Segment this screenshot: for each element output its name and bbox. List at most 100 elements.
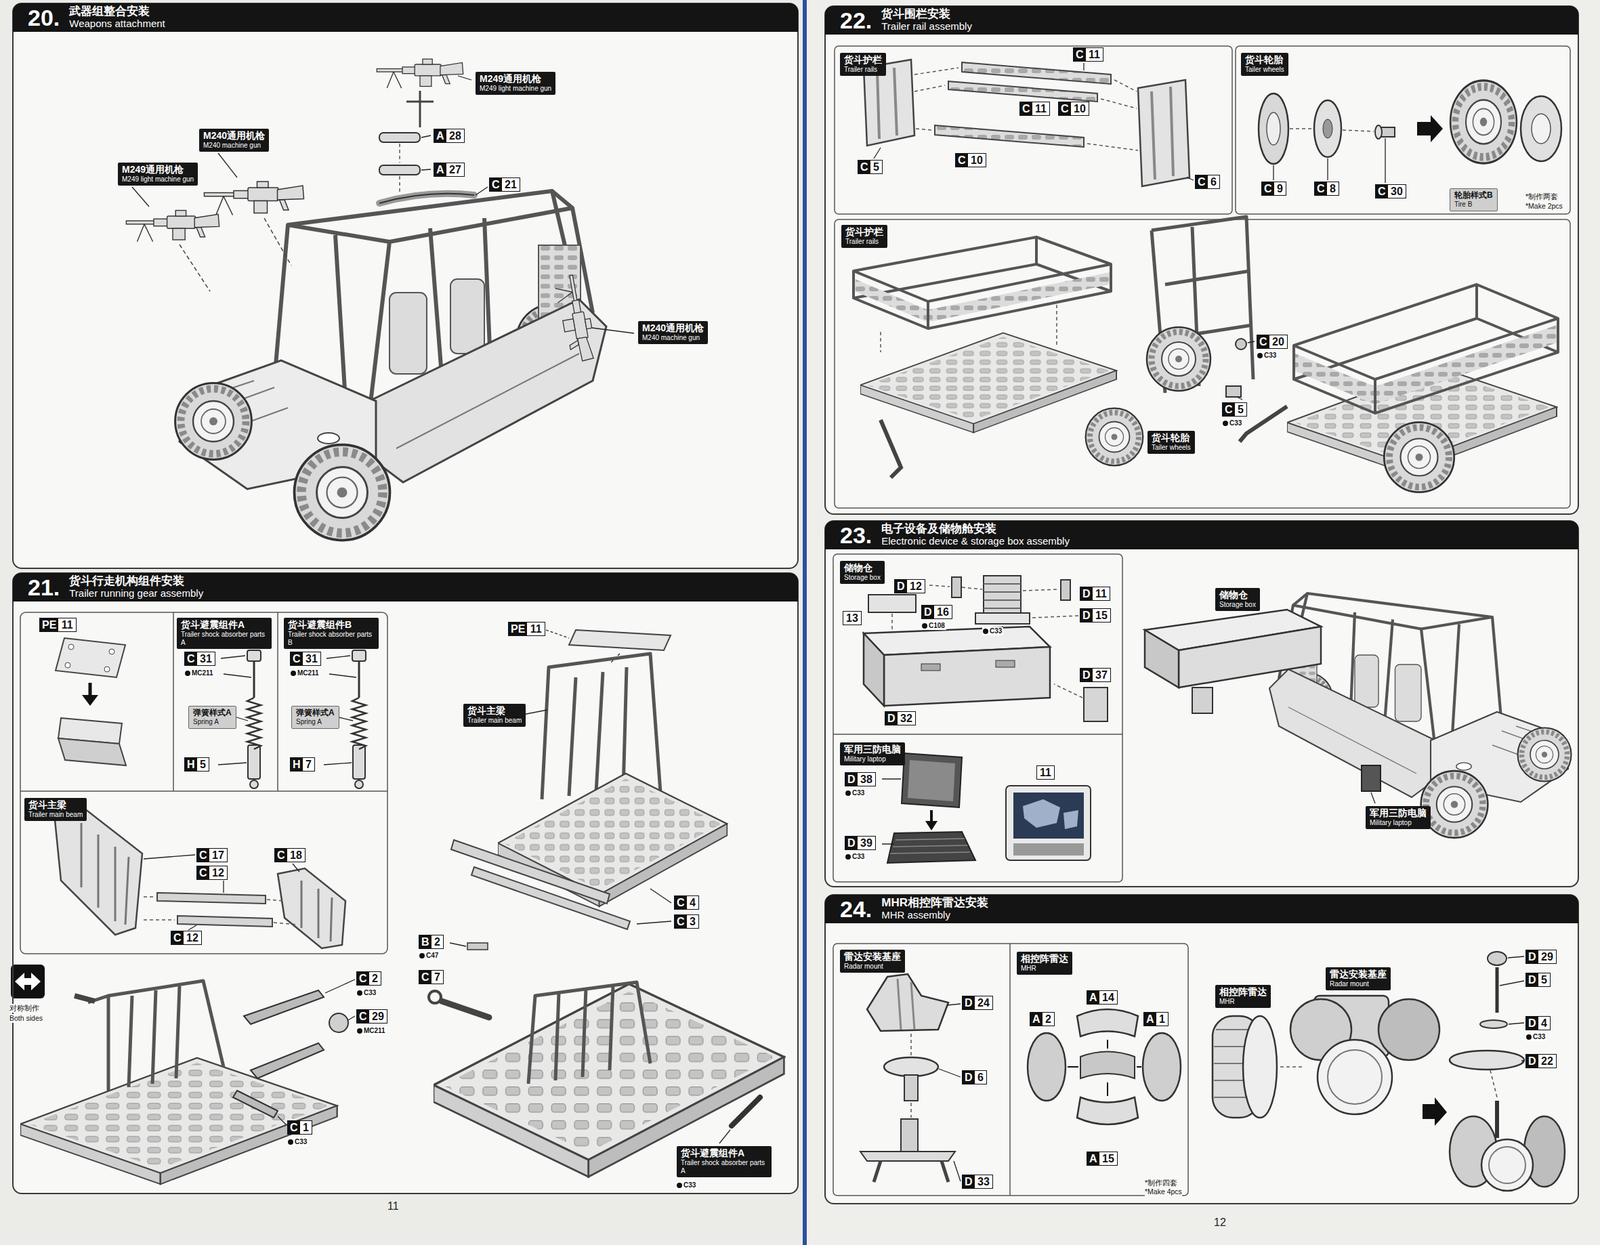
tag-english: Trailer rails <box>845 237 884 246</box>
step-title: 货斗围栏安装 <box>881 7 951 21</box>
step-20-drawing <box>379 193 475 204</box>
step-21-drawing <box>471 867 630 930</box>
part-letter: D <box>1080 587 1093 601</box>
step-22-drawing <box>1450 80 1517 164</box>
callout-number: D 4 <box>1525 1016 1551 1031</box>
step-24-drawing <box>833 943 1565 1196</box>
part-letter: C <box>1195 175 1208 189</box>
part-name-tag: M249通用机枪M249 light machine gun <box>475 71 556 95</box>
part-number: 9 <box>1274 182 1286 196</box>
step-22-drawing <box>854 279 927 322</box>
part-number: 11 <box>1032 102 1050 116</box>
step-23-drawing <box>951 577 962 598</box>
part-letter: H <box>290 758 303 771</box>
paint-code-text: MC211 <box>297 669 320 678</box>
callout-number: A 14 <box>1086 990 1118 1005</box>
part-number: 11 <box>58 618 76 632</box>
step-23-drawing <box>868 594 916 613</box>
part-name-tag: M240通用机枪M240 machine gun <box>199 128 269 152</box>
tag-chinese: 货斗避震组件B <box>287 619 375 631</box>
step-24-drawing <box>1495 1100 1500 1139</box>
step-panel: 22.货斗围栏安装Trailer rail assembly货斗护栏Traile… <box>824 5 1580 515</box>
step-21-drawing <box>354 780 364 789</box>
page-ground <box>824 5 1580 515</box>
tag-english: Storage box <box>1219 600 1256 609</box>
part-number: 24 <box>974 996 993 1010</box>
step-21-drawing <box>143 896 299 925</box>
part-number: 6 <box>1207 175 1220 189</box>
step-21-drawing <box>467 942 488 950</box>
paint-code-text: C33 <box>989 627 1002 636</box>
step-22-drawing <box>1314 100 1342 158</box>
step-24-drawing <box>1077 1097 1139 1125</box>
part-number: 14 <box>1099 991 1118 1004</box>
callout-number: C 31 <box>184 651 216 666</box>
paint-dot <box>921 623 928 629</box>
tag-chinese: 货斗护栏 <box>845 226 884 238</box>
callout-number: D 33 <box>961 1174 994 1189</box>
step-21-drawing <box>522 709 548 715</box>
step-21-drawing <box>104 666 110 672</box>
paint-code: C33 <box>1222 419 1244 428</box>
step-20-drawing <box>379 132 420 143</box>
tag-chinese: 轮胎样式B <box>1454 190 1493 201</box>
tag-chinese: 货斗主梁 <box>28 799 83 811</box>
callout-number: D 12 <box>894 579 926 594</box>
step-22-drawing <box>1375 125 1382 139</box>
step-24-drawing <box>860 1151 956 1162</box>
step-24-drawing <box>1422 1097 1447 1126</box>
paint-code-text: MC211 <box>191 669 214 678</box>
step-24-drawing <box>938 1003 961 1182</box>
tag-english: M240 machine gun <box>642 333 704 343</box>
step-22-drawing <box>834 219 1571 509</box>
callout-number: D 29 <box>1525 949 1557 964</box>
part-name-tag: 军用三防电脑Military laptop <box>1365 806 1431 830</box>
part-number: 31 <box>197 652 215 666</box>
part-letter: D <box>845 836 858 850</box>
step-22-drawing <box>929 272 1110 322</box>
tag-english: Military laptop <box>844 755 901 764</box>
step-22-drawing <box>1235 46 1571 215</box>
callout-number: A 28 <box>433 128 465 143</box>
step-23-drawing <box>1144 629 1179 688</box>
paint-code-text: C33 <box>363 988 376 998</box>
step-21-drawing <box>541 653 661 800</box>
tag-english: MHR <box>1219 997 1267 1006</box>
paint-code-text: C33 <box>852 789 865 798</box>
tag-chinese: 货斗轮胎 <box>1151 432 1191 444</box>
paint-code-text: C33 <box>852 852 865 861</box>
step-23-drawing <box>975 613 1030 624</box>
tag-english: M249 light machine gun <box>121 175 194 184</box>
paint-dot <box>1526 1034 1532 1040</box>
step-24-drawing <box>1495 967 1500 1013</box>
note-text: 对称制作 <box>9 1003 40 1013</box>
step-20-drawing <box>553 273 597 364</box>
step-21-drawing <box>352 650 366 662</box>
paint-dot <box>1257 352 1263 359</box>
tag-chinese: 雷达安装基座 <box>844 951 901 963</box>
part-number: 11 <box>527 622 544 636</box>
step-title: Trailer rail assembly <box>881 20 973 33</box>
callout-number: 13 <box>842 611 862 626</box>
callout-number: H 7 <box>289 757 315 772</box>
step-21-drawing <box>569 629 671 651</box>
tag-chinese: 货斗避震组件A <box>180 619 268 631</box>
step-22-drawing <box>1450 80 1517 164</box>
tag-chinese: M249通用机枪 <box>121 163 194 176</box>
part-number: 10 <box>967 153 986 167</box>
part-number: 21 <box>501 178 520 192</box>
part-letter: C <box>1073 48 1086 61</box>
tag-english: M240 machine gun <box>203 141 265 150</box>
callout-number: C 10 <box>955 153 987 168</box>
callout-number: C 6 <box>1194 174 1220 189</box>
part-letter: C <box>356 972 370 985</box>
paint-code: C33 <box>844 852 866 861</box>
step-21-drawing <box>731 1097 761 1126</box>
part-letter: C <box>419 970 432 984</box>
part-letter: C <box>287 1121 301 1134</box>
part-number: 4 <box>686 896 699 910</box>
paint-code-text: C33 <box>1532 1033 1546 1042</box>
step-20-drawing <box>379 165 420 175</box>
callout-number: C 8 <box>1314 181 1340 196</box>
